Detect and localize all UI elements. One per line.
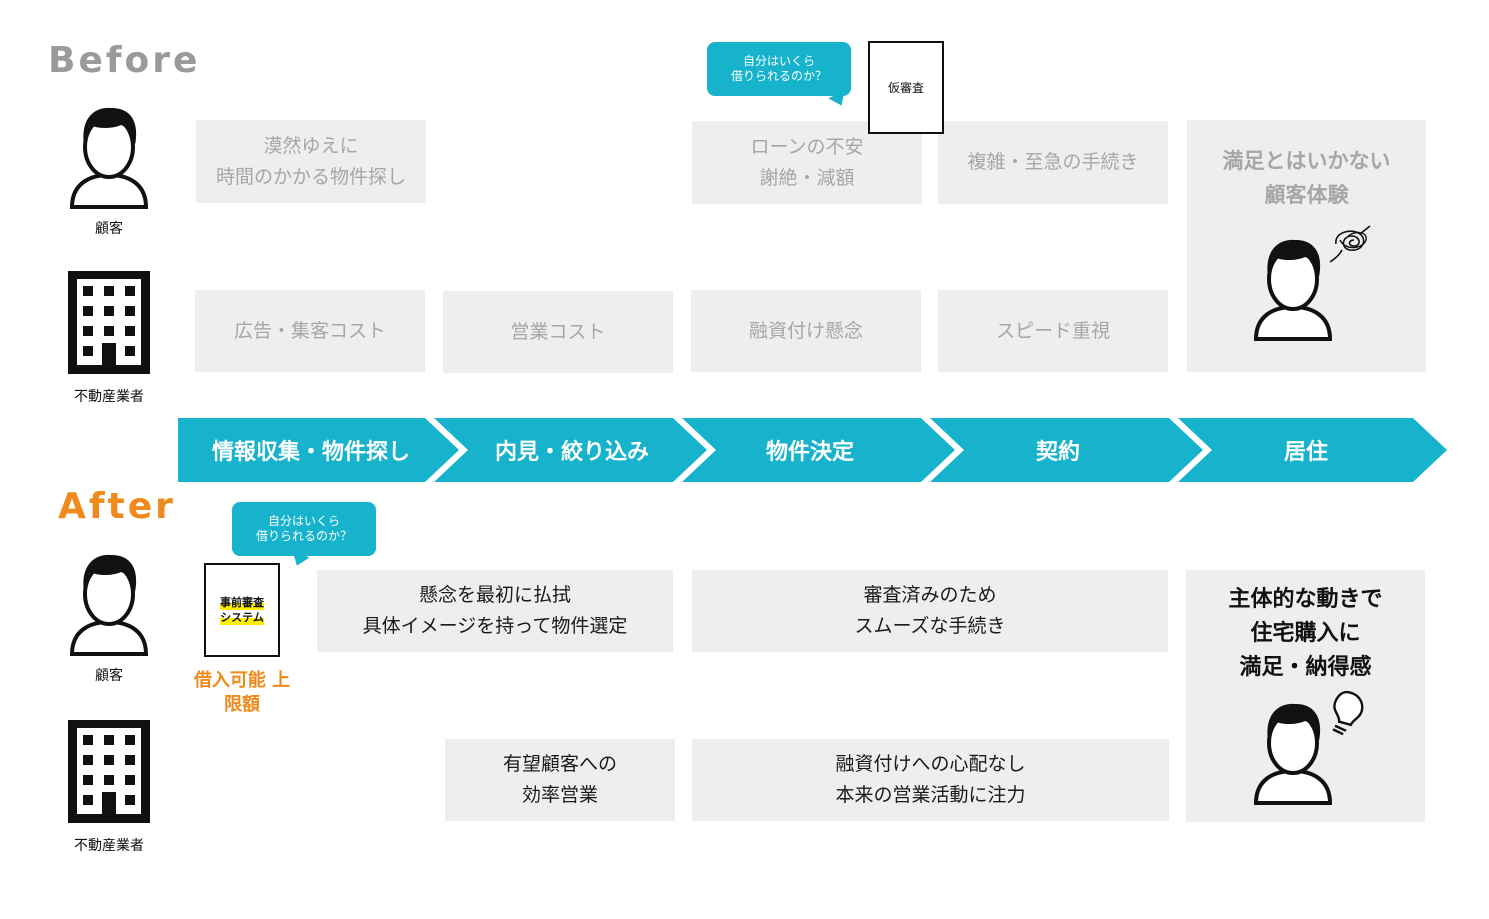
after-speech-bubble: 自分はいくら 借りられるのか？	[232, 502, 376, 556]
lightbulb-icon	[1332, 690, 1364, 736]
box-line: 審査済みのため	[863, 584, 997, 606]
stage-label-1: 情報収集・物件探し	[211, 440, 410, 465]
before-business-box-2: 営業コスト	[443, 291, 673, 373]
scribble-icon	[1329, 225, 1371, 263]
bubble-line: 借りられるのか？	[255, 529, 352, 543]
final-line: 満足とはいかない	[1222, 149, 1391, 173]
person-icon	[1253, 239, 1333, 341]
bubble-line: 借りられるのか？	[730, 69, 827, 83]
after-title: After	[58, 486, 176, 527]
document-icon: 仮審査	[868, 41, 944, 134]
note-line: 上限額	[224, 670, 291, 715]
box-line: 複雑・至急の手続き	[967, 151, 1139, 173]
before-business-box-1: 広告・集客コスト	[195, 290, 425, 372]
box-line: 時間のかかる物件探し	[215, 165, 406, 188]
note-line: 借入可能	[193, 670, 266, 691]
before-business-box-4: スピード重視	[938, 290, 1168, 372]
box-line: 営業コスト	[510, 320, 606, 343]
before-customer-box-2: ローンの不安謝絶・減額	[692, 121, 922, 204]
person-icon	[1253, 703, 1333, 805]
stage-label-2: 内見・絞り込み	[494, 440, 649, 465]
before-business-box-3: 融資付け懸念	[691, 290, 921, 372]
customer-label-before: 顧客	[95, 221, 123, 237]
stage-label-3: 物件決定	[765, 440, 854, 465]
building-icon	[68, 720, 150, 823]
stage-arrow-3	[682, 418, 955, 482]
bubble-line: 自分はいくら	[742, 54, 815, 68]
final-line: 主体的な動きで	[1228, 587, 1383, 612]
box-line: 広告・集客コスト	[233, 319, 386, 342]
business-label-before: 不動産業者	[74, 389, 144, 405]
after-business-box-2: 融資付けへの心配なし本来の営業活動に注力	[692, 739, 1169, 821]
box-line: スムーズな手続き	[854, 615, 1006, 637]
after-customer-box-1: 懸念を最初に払拭具体イメージを持って物件選定	[317, 570, 673, 652]
box-line: 融資付け懸念	[748, 319, 863, 342]
borrow-limit-note: 借入可能 上限額	[190, 669, 294, 717]
box-line: 謝絶・減額	[759, 166, 855, 189]
stage-label-4: 契約	[1035, 440, 1080, 465]
box-line: 漠然ゆえに	[263, 134, 359, 157]
box-line: スピード重視	[995, 319, 1110, 342]
box-line: 懸念を最初に払拭	[418, 584, 571, 606]
after-customer-box-2: 審査済みのためスムーズな手続き	[692, 570, 1168, 652]
doc-label: 事前審査	[220, 595, 264, 610]
final-line: 満足・納得感	[1239, 655, 1372, 680]
stage-arrow-5	[1178, 418, 1447, 482]
box-line: 具体イメージを持って物件選定	[362, 615, 628, 637]
box-line: ローンの不安	[750, 135, 864, 158]
business-label-after: 不動産業者	[74, 838, 144, 854]
final-line: 顧客体験	[1264, 183, 1349, 207]
stage-arrow-1	[178, 418, 459, 482]
after-business-box-1: 有望顧客への効率営業	[445, 739, 675, 821]
before-speech-bubble: 自分はいくら 借りられるのか？	[707, 42, 851, 96]
before-customer-box-1: 漠然ゆえに時間のかかる物件探し	[196, 120, 426, 203]
person-icon	[69, 107, 149, 209]
box-line: 有望顧客への	[502, 753, 617, 775]
final-line: 住宅購入に	[1250, 621, 1361, 646]
stage-label-5: 居住	[1283, 440, 1328, 465]
document-icon: 事前審査 システム	[204, 563, 280, 657]
doc-label: 仮審査	[887, 81, 924, 95]
bubble-line: 自分はいくら	[267, 514, 340, 528]
customer-label-after: 顧客	[95, 668, 123, 684]
before-title: Before	[48, 40, 201, 81]
box-line: 本来の営業活動に注力	[835, 784, 1026, 806]
doc-label: システム	[220, 610, 264, 625]
after-final-box: 主体的な動きで 住宅購入に 満足・納得感	[1186, 570, 1425, 822]
building-icon	[68, 271, 150, 374]
stage-arrow-2	[434, 418, 707, 482]
box-line: 効率営業	[521, 784, 598, 806]
before-customer-box-3: 複雑・至急の手続き	[938, 121, 1168, 204]
box-line: 融資付けへの心配なし	[835, 753, 1026, 775]
stage-arrow-4	[930, 418, 1203, 482]
person-icon	[69, 554, 149, 656]
